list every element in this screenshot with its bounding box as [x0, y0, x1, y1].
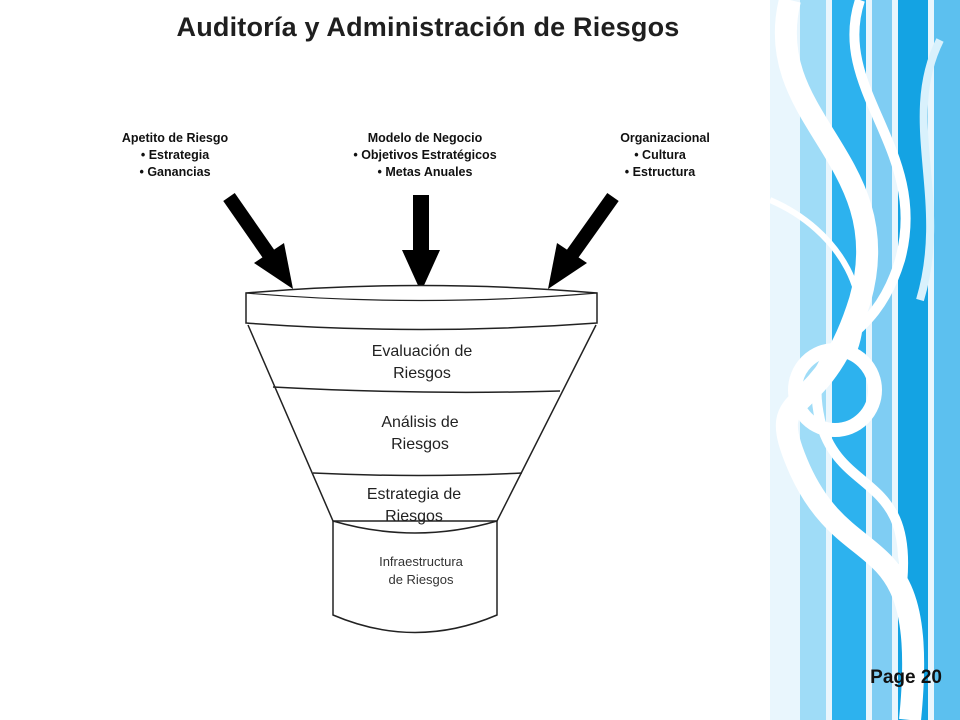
stage-label-line: Riesgos	[385, 508, 443, 525]
input-organizational: Organizacional Cultura Estructura	[570, 130, 750, 181]
input-bullet: Objetivos Estratégicos	[310, 147, 540, 164]
stage-divider	[312, 472, 523, 477]
input-bullet: Cultura	[570, 147, 750, 164]
input-bullet: Estrategia	[80, 147, 270, 164]
stage-label-line: Estrategia de	[366, 486, 462, 503]
input-bullet: Estructura	[570, 164, 750, 181]
funnel-stage-analysis: Análisis de Riesgos	[330, 412, 510, 456]
funnel-stage-strategy: Estrategia de Riesgos	[324, 484, 504, 528]
funnel-body	[247, 324, 597, 522]
page-title: Auditoría y Administración de Riesgos	[176, 12, 680, 42]
arrow-left	[223, 193, 293, 289]
stage-label-line: Infraestructura	[379, 554, 463, 569]
funnel-stage-evaluation: Evaluación de Riesgos	[332, 341, 512, 385]
input-bullet: Ganancias	[80, 164, 270, 181]
arrow-right	[548, 192, 619, 289]
stage-label-line: Riesgos	[391, 436, 449, 453]
stage-label-line: de Riesgos	[388, 572, 454, 587]
input-risk-appetite: Apetito de Riesgo Estrategia Ganancias	[80, 130, 270, 181]
arrow-center	[402, 195, 440, 292]
input-business-model: Modelo de Negocio Objetivos Estratégicos…	[310, 130, 540, 181]
stage-label-line: Análisis de	[381, 414, 459, 431]
funnel-base-cylinder	[332, 519, 498, 634]
input-heading: Apetito de Riesgo	[121, 131, 229, 145]
input-heading: Organizacional	[620, 131, 710, 145]
funnel-base-infrastructure: Infraestructura de Riesgos	[341, 553, 501, 589]
stage-divider	[272, 386, 561, 394]
page-number: Page 20	[870, 667, 942, 688]
stage-label-line: Riesgos	[393, 365, 451, 382]
input-bullet: Metas Anuales	[310, 164, 540, 181]
funnel-rim	[245, 284, 598, 331]
stage-label-line: Evaluación de	[371, 343, 473, 360]
input-heading: Modelo de Negocio	[367, 131, 483, 145]
